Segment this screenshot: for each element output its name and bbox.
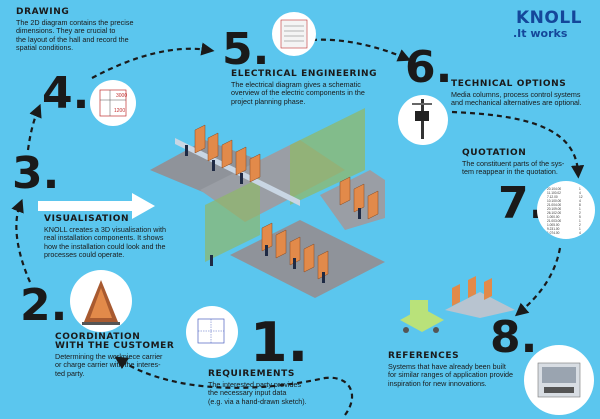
quotation-qty: 1 4 12 4 8 1 2 5 1 2 1 4 <box>579 187 583 235</box>
svg-text:4: 4 <box>579 191 581 195</box>
svg-text:1.005.00: 1.005.00 <box>547 223 560 227</box>
step-4-number: 4. <box>42 68 90 119</box>
step-8-number: 8. <box>490 312 538 363</box>
brand-tagline: .It works <box>513 27 568 40</box>
svg-text:12: 12 <box>579 195 583 199</box>
step-6-title: TECHNICAL OPTIONS <box>451 79 567 89</box>
step-6-number: 6. <box>405 42 453 93</box>
svg-text:1.000.00: 1.000.00 <box>547 215 560 219</box>
arrow-2-to-3 <box>11 198 32 283</box>
arrow-6-to-7 <box>451 110 585 179</box>
svg-text:20.109.00: 20.109.00 <box>547 207 561 211</box>
svg-text:2: 2 <box>579 223 581 227</box>
carrier-rack-illustration <box>445 276 515 318</box>
3d-plant-visualisation <box>150 108 385 298</box>
svg-text:1: 1 <box>579 187 581 191</box>
svg-text:5: 5 <box>579 215 581 219</box>
svg-text:2: 2 <box>579 211 581 215</box>
arrow-1-to-2 <box>114 356 354 416</box>
quotation-icon: 20.104.00 11.100.02 7.12.00 10.100.00 21… <box>537 181 595 239</box>
arrow-3-to-4 <box>26 103 42 151</box>
sketch-label-a: 3000 <box>116 93 127 99</box>
workers <box>185 145 361 283</box>
step-7-title: QUOTATION <box>462 148 527 158</box>
svg-text:26.102.00: 26.102.00 <box>547 211 561 215</box>
svg-text:1: 1 <box>579 219 581 223</box>
svg-text:20.104.00: 20.104.00 <box>547 187 561 191</box>
step-5-title: ELECTRICAL ENGINEERING <box>231 69 378 79</box>
arrow-4-to-5 <box>91 42 215 79</box>
glass-wall-back <box>290 108 365 205</box>
svg-text:11.100.02: 11.100.02 <box>547 191 561 195</box>
step-2-number: 2. <box>20 280 68 331</box>
svg-text:10.100.00: 10.100.00 <box>547 199 561 203</box>
step-3-title: VISUALISATION <box>44 214 130 224</box>
step-5-text: The electrical diagram gives a schematic… <box>231 80 365 106</box>
trolley-illustration <box>400 300 444 333</box>
svg-text:7.12.00: 7.12.00 <box>547 195 558 199</box>
hand-drawn-sketch-icon <box>186 306 238 358</box>
arrow-5-to-6 <box>311 38 412 62</box>
step-8-title: REFERENCES <box>388 351 460 361</box>
step-7-text: The constituent parts of the sys-tem rea… <box>462 159 565 177</box>
step-5-number: 5. <box>222 24 270 75</box>
arrow-7-to-8 <box>514 247 562 317</box>
electrical-diagram-icon <box>272 12 316 56</box>
media-column-icon <box>398 95 448 145</box>
svg-text:21.003.00: 21.003.00 <box>547 219 561 223</box>
svg-text:21.004.00: 21.004.00 <box>547 203 561 207</box>
sketch-label-b: 1200 <box>114 108 125 114</box>
drawing-icon: 3000 1200 <box>90 80 136 126</box>
svg-text:1: 1 <box>579 227 581 231</box>
svg-text:9.231.00: 9.231.00 <box>547 227 560 231</box>
step-1-title: REQUIREMENTS <box>208 369 295 379</box>
svg-text:4: 4 <box>579 199 581 203</box>
brand-name: KNOLL <box>516 8 583 28</box>
svg-text:4: 4 <box>579 231 581 235</box>
workpiece-carriers <box>194 124 379 280</box>
quotation-list: 20.104.00 11.100.02 7.12.00 10.100.00 21… <box>547 187 561 235</box>
step-3-number: 3. <box>12 148 60 199</box>
svg-text:8: 8 <box>579 203 581 207</box>
visualisation-arrow <box>38 193 155 219</box>
workpiece-carrier-icon <box>70 270 132 332</box>
svg-text:1: 1 <box>579 207 581 211</box>
step-4-title: DRAWING <box>16 7 70 17</box>
svg-text:1.074.00: 1.074.00 <box>547 231 560 235</box>
glass-wall-front <box>205 178 260 262</box>
reference-machine-icon <box>524 345 594 415</box>
step-1-number: 1. <box>250 311 309 374</box>
